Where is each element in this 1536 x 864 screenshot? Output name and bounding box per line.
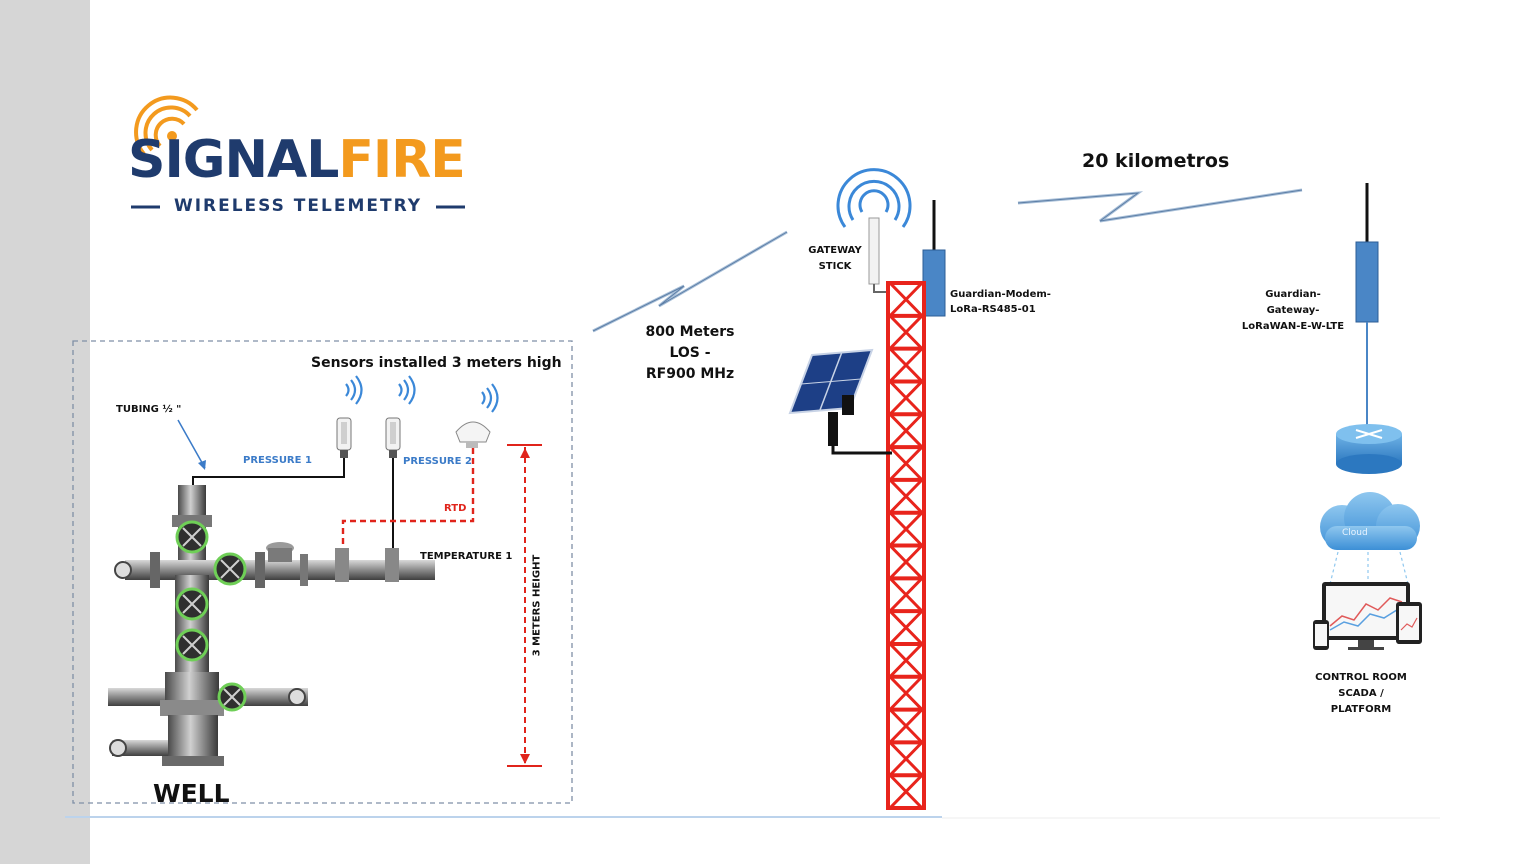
remote-gateway-label-line2: Gateway- [1266,305,1320,316]
gateway-stick-label-line1: GATEWAY [808,245,862,256]
gateway-stick [868,217,880,285]
logo-tagline: WIRELESS TELEMETRY [173,196,423,216]
pressure-2-label: PRESSURE 2 [403,456,472,467]
tower-section [886,641,926,678]
tower-section [886,576,926,613]
rf-link-long [1017,188,1303,223]
remote-gateway-label: Guardian- Gateway- LoRaWAN-E-W-LTE [1236,287,1350,335]
cloud-dashed-links [1329,551,1409,585]
pressure-sensor-1 [336,417,352,458]
tower-section [886,379,926,416]
gateway-stick-broadcast-icon [836,168,912,228]
pressure-1-label: PRESSURE 1 [243,455,312,466]
left-gray-band [0,0,90,864]
rtd-sensor-node [455,421,491,448]
height-label: 3 METERS HEIGHT [531,554,543,657]
tower-section [886,477,926,514]
tower-section [886,707,926,744]
logo-signal-icon [134,95,199,156]
wifi-icon [345,375,363,405]
tower-section [886,445,926,481]
tower-section [886,543,926,580]
cloud-label: Cloud [1342,528,1368,538]
gateway-stick-label: GATEWAY STICK [800,243,870,275]
control-room-label-line3: PLATFORM [1330,704,1392,715]
solar-panel [788,348,892,455]
wifi-icon [398,375,416,405]
tower-section [886,510,926,547]
pressure-sensor-2 [385,417,401,458]
red-lattice-tower [886,281,926,810]
well-label: WELL [153,779,230,808]
wellhead-illustration [108,485,435,766]
modem-label-line1: Guardian-Modem- [950,289,1051,300]
tower-section [886,346,926,383]
control-room-label-line1: CONTROL ROOM [1315,672,1407,683]
tower-section [886,313,926,350]
tower-section [886,609,926,645]
well-area-box [72,340,573,804]
logo-brand-signal: SIGNAL [128,130,339,190]
tower-section [886,674,926,711]
router-icon [1336,424,1402,474]
rf-link-long-inner [1017,189,1303,222]
pressure-1-cable [192,458,345,492]
tower-section [886,773,926,810]
modem-label-line2: LoRa-RS485-01 [950,304,1036,315]
logo-brand-fire: FIRE [338,130,465,190]
control-room-label-line2: SCADA / [1338,688,1384,699]
cloud-icon [1320,492,1420,550]
short-link-frequency: RF900 MHz [645,366,735,382]
control-room-label: CONTROL ROOM SCADA / PLATFORM [1300,670,1422,718]
gateway-stick-label-line2: STICK [818,261,852,272]
tower-section [886,740,926,777]
long-link-label: 20 kilometros [1082,150,1230,172]
wifi-icon [481,383,499,413]
logo-brand: SIGNALFIRE [128,134,466,186]
short-link-distance: 800 Meters [645,324,735,340]
tubing-label: TUBING ½ " [116,404,182,415]
modem-label: Guardian-Modem- LoRa-RS485-01 [950,287,1051,317]
guardian-gateway [1355,241,1379,323]
rtd-label: RTD [444,503,467,514]
tower-section [886,412,926,449]
short-link-label: 800 Meters LOS - RF900 MHz [640,322,740,385]
remote-gateway-label-line3: LoRaWAN-E-W-LTE [1241,321,1345,332]
guardian-modem [922,249,946,317]
short-link-los: LOS - [669,345,711,361]
sensors-title: Sensors installed 3 meters high [311,355,562,371]
rf-link-short-inner [592,231,788,332]
devices-icon [1313,582,1422,650]
slide-canvas [90,0,1536,864]
tubing-pointer-arrow [177,419,206,469]
remote-gateway-label-line1: Guardian- [1265,289,1321,300]
temperature-label: TEMPERATURE 1 [420,551,513,562]
tower-section [886,281,926,317]
